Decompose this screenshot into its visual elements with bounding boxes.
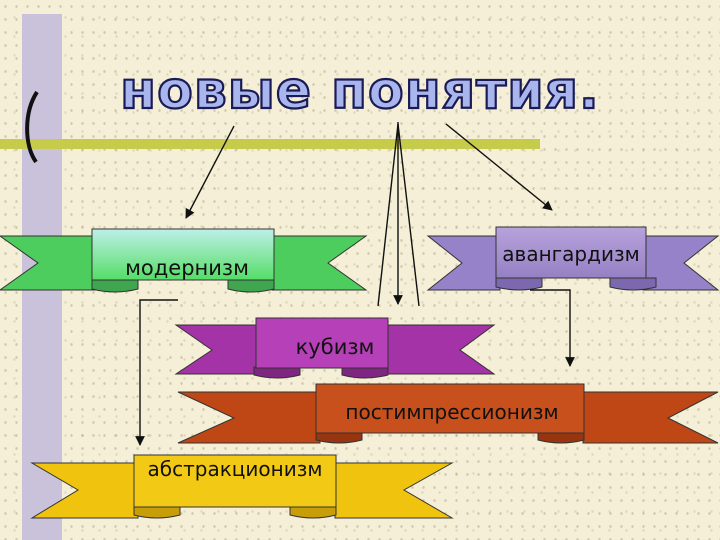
arrow-to-postimpressionism — [530, 289, 575, 367]
page-title: новые понятия. — [120, 61, 600, 121]
arrow-to-modernism — [185, 125, 235, 219]
banner-label-postimpressionism: постимпрессионизм — [345, 400, 558, 424]
arrow-to-abstractionism — [135, 299, 178, 446]
banner-cubism: кубизм — [174, 317, 496, 379]
bracket-decor — [25, 90, 39, 164]
banner-abstractionism: абстракционизм — [30, 454, 454, 519]
banner-label-avantgarde: авангардизм — [502, 242, 639, 266]
banner-label-modernism: модернизм — [125, 256, 249, 280]
banner-label-abstractionism: абстракционизм — [148, 457, 323, 481]
connector-fan-right — [397, 123, 420, 307]
horizontal-decor-band — [0, 139, 540, 149]
connectors — [135, 122, 575, 446]
banner-modernism: модернизм — [0, 228, 368, 293]
banner-avantgarde: авангардизм — [426, 226, 720, 291]
banner-label-cubism: кубизм — [296, 335, 375, 359]
arrow-to-avantgarde — [445, 123, 553, 211]
banner-postimpressionism: постимпрессионизм — [177, 383, 719, 444]
connector-fan-left — [377, 123, 399, 307]
